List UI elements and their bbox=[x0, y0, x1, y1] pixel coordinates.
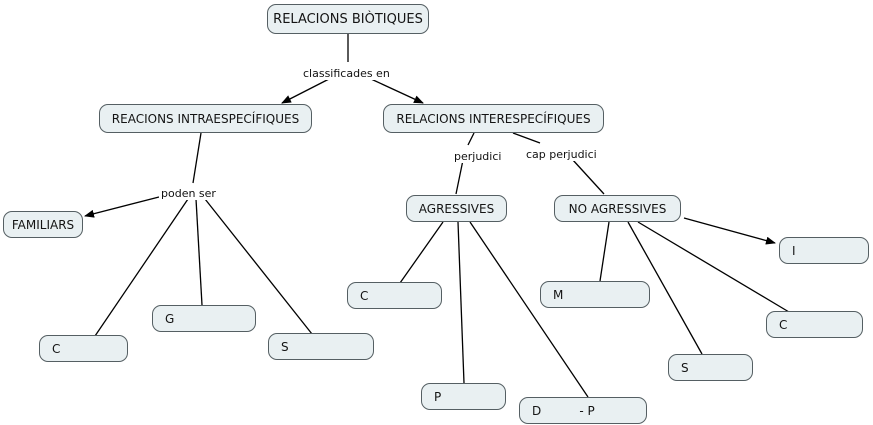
node-label: REACIONS INTRAESPECÍFIQUES bbox=[111, 111, 300, 126]
edge-inter-to-lbl_capperj bbox=[512, 132, 541, 144]
node-agr_dp[interactable]: D - P bbox=[519, 397, 647, 424]
edge-lbl_poden-to-intra_c bbox=[94, 198, 189, 337]
edge-label-lbl_poden: poden ser bbox=[159, 187, 218, 200]
node-label: S bbox=[681, 360, 689, 375]
edge-agress-to-agr_c bbox=[399, 221, 444, 284]
node-label: M bbox=[553, 287, 564, 302]
edge-lbl_class-to-intra bbox=[281, 78, 330, 104]
node-label: FAMILIARS bbox=[11, 217, 75, 232]
node-label: RELACIONS BIÒTIQUES bbox=[273, 11, 423, 27]
node-label: C bbox=[360, 288, 369, 303]
node-label: P bbox=[434, 389, 442, 404]
edge-lbl_perj-to-agress bbox=[455, 159, 464, 195]
node-no_m[interactable]: M bbox=[540, 281, 650, 308]
edge-noagress-to-no_m bbox=[599, 221, 610, 282]
edge-noagress-to-no_s bbox=[627, 221, 703, 355]
node-intra_s[interactable]: S bbox=[268, 333, 374, 360]
node-no_i[interactable]: I bbox=[779, 237, 869, 264]
edge-label-lbl_capperj: cap perjudici bbox=[524, 148, 599, 161]
node-label: D - P bbox=[532, 403, 595, 418]
node-agr_c[interactable]: C bbox=[347, 282, 442, 309]
node-intra[interactable]: REACIONS INTRAESPECÍFIQUES bbox=[99, 104, 312, 133]
node-label: C bbox=[779, 317, 788, 332]
node-label: S bbox=[281, 339, 289, 354]
node-label: C bbox=[52, 341, 61, 356]
edge-intra-to-lbl_poden bbox=[192, 132, 202, 184]
node-label: AGRESSIVES bbox=[418, 201, 495, 216]
edge-lbl_poden-to-familiars bbox=[84, 196, 160, 218]
edge-agress-to-agr_p bbox=[457, 221, 465, 384]
node-agr_p[interactable]: P bbox=[421, 383, 506, 410]
edge-lbl_poden-to-intra_g bbox=[195, 198, 203, 306]
node-intra_c[interactable]: C bbox=[39, 335, 128, 362]
node-no_s[interactable]: S bbox=[668, 354, 753, 381]
node-agress[interactable]: AGRESSIVES bbox=[406, 195, 507, 222]
edge-lbl_class-to-inter bbox=[370, 78, 424, 104]
node-familiars[interactable]: FAMILIARS bbox=[3, 211, 83, 238]
node-inter[interactable]: RELACIONS INTERESPECÍFIQUES bbox=[383, 104, 604, 133]
edge-inter-to-lbl_perj bbox=[467, 132, 475, 146]
node-root[interactable]: RELACIONS BIÒTIQUES bbox=[267, 4, 429, 34]
edge-lbl_capperj-to-noagress bbox=[571, 158, 605, 195]
node-label: RELACIONS INTERESPECÍFIQUES bbox=[396, 111, 591, 126]
edge-lbl_poden-to-intra_s bbox=[204, 198, 313, 335]
node-label: I bbox=[792, 243, 796, 258]
edge-label-lbl_perj: perjudici bbox=[452, 150, 504, 163]
node-intra_g[interactable]: G bbox=[152, 305, 256, 332]
node-label: G bbox=[165, 311, 175, 326]
node-noagress[interactable]: NO AGRESSIVES bbox=[554, 195, 681, 222]
node-no_c[interactable]: C bbox=[766, 311, 863, 338]
edge-noagress-to-no_i bbox=[683, 217, 776, 245]
edge-agress-to-agr_dp bbox=[469, 221, 589, 398]
node-label: NO AGRESSIVES bbox=[568, 201, 667, 216]
edge-label-lbl_class: classificades en bbox=[301, 67, 392, 80]
edge-noagress-to-no_c bbox=[637, 221, 790, 313]
